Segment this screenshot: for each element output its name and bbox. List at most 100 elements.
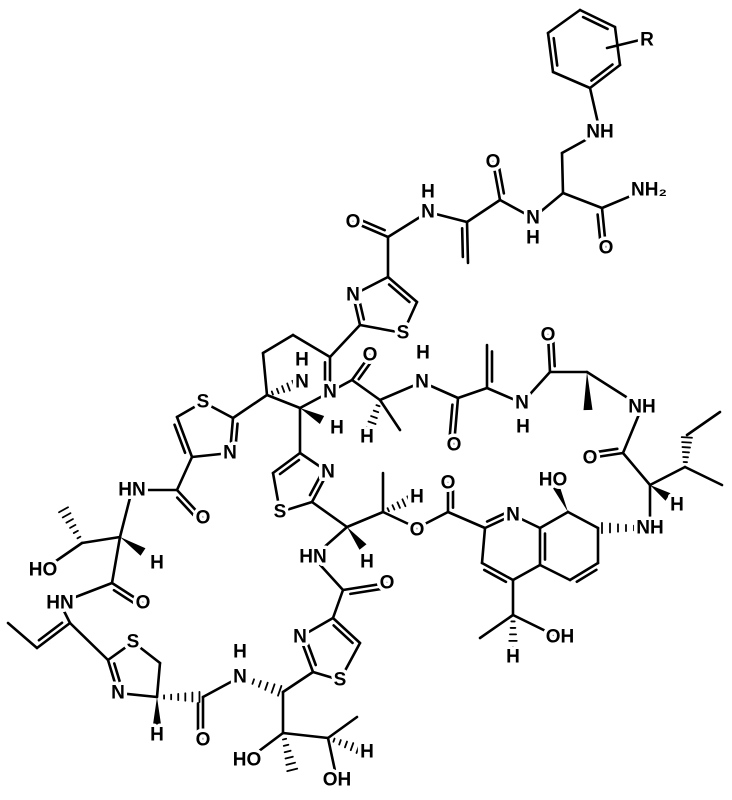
single-bond [381, 510, 419, 530]
atom-label: S [397, 323, 410, 344]
atom-label: NH [636, 518, 663, 539]
single-bond [585, 370, 644, 409]
atom-label: S [334, 670, 347, 691]
single-bond [358, 323, 405, 335]
double-bond [196, 695, 205, 742]
single-bond [245, 731, 285, 762]
atom-label: HN [118, 480, 145, 501]
atom-label: O [136, 593, 151, 614]
double-bond [483, 511, 515, 530]
single-bond [201, 400, 235, 420]
atom-label: N [223, 443, 237, 464]
atom-label: H [416, 343, 430, 364]
double-bond [110, 581, 145, 606]
double-bond [538, 526, 547, 567]
bonds [6, 8, 724, 782]
single-bond [378, 398, 402, 432]
atom-label: NH₂ [631, 180, 667, 201]
atom-label: H [670, 495, 684, 516]
single-bond [685, 410, 722, 437]
single-bond [345, 510, 385, 529]
single-bond [605, 38, 642, 50]
single-bond [401, 300, 419, 335]
single-bond [190, 451, 232, 459]
atom-label: O [541, 325, 556, 346]
single-bond [311, 555, 345, 592]
hashed-bond [362, 404, 381, 437]
single-bond [80, 535, 122, 545]
single-bond [511, 563, 542, 582]
single-bond [378, 380, 424, 402]
atom-label: N [506, 505, 520, 526]
atom-label: O [486, 152, 501, 173]
hashed-bond [281, 737, 299, 773]
hashed-bond [332, 737, 367, 757]
double-bond [446, 481, 455, 514]
atom-label: O [346, 212, 361, 233]
atom-label: S [197, 392, 210, 413]
single-bond [326, 715, 359, 740]
single-bond [298, 616, 335, 639]
single-bond [538, 510, 570, 530]
atom-label: NH [586, 122, 613, 143]
single-bond [588, 86, 602, 134]
atom-label: H [150, 553, 164, 574]
single-bond [456, 386, 489, 400]
double-bond [228, 416, 239, 455]
atom-label: N [515, 393, 529, 414]
single-bond [231, 393, 269, 420]
single-bond [480, 526, 487, 565]
atom-label: HO [29, 560, 58, 581]
single-bond [281, 731, 330, 740]
wedge-bond [347, 527, 367, 550]
single-bond [560, 130, 602, 155]
double-bond [341, 581, 389, 596]
atom-label: HO [233, 750, 262, 771]
single-bond [538, 563, 572, 582]
single-bond [426, 210, 469, 224]
wedge-bond [583, 372, 593, 411]
single-bond [175, 400, 205, 419]
atom-label: HO [539, 470, 568, 491]
double-bond [448, 396, 460, 447]
single-bond [350, 378, 382, 402]
wedge-bond [650, 485, 671, 501]
single-bond [155, 661, 162, 699]
single-bond [511, 613, 560, 639]
double-bond [460, 220, 470, 265]
single-bond [261, 351, 269, 397]
single-bond [116, 691, 159, 699]
double-bond [546, 31, 559, 74]
single-bond [328, 323, 362, 359]
atom-label: N [346, 285, 360, 306]
atom-label: S [274, 502, 287, 523]
single-bond [110, 535, 122, 585]
hashed-bond [680, 436, 693, 464]
single-bond [131, 640, 162, 665]
single-bond [351, 275, 390, 297]
atom-label: H [295, 350, 309, 371]
single-bond [41, 541, 84, 572]
atom-label: HN [46, 593, 73, 614]
double-bond [323, 355, 332, 394]
double-bond [480, 561, 515, 584]
atom-label: N [233, 667, 247, 688]
double-bond [350, 353, 373, 382]
double-bond [271, 451, 302, 476]
single-bond [415, 510, 450, 530]
double-bond [578, 8, 617, 31]
atom-label: HN [299, 547, 326, 568]
single-bond [298, 390, 332, 410]
single-bond [338, 641, 362, 682]
hashed-bond [386, 492, 418, 513]
atom-label: O [441, 473, 456, 494]
atom-label: N [321, 462, 335, 483]
double-bond [485, 343, 494, 390]
single-bond [311, 670, 342, 682]
single-bond [271, 471, 282, 514]
double-bond [386, 275, 419, 304]
atom-label: H [360, 742, 374, 763]
atom-label: N [293, 627, 307, 648]
atom-label: H [360, 427, 374, 448]
